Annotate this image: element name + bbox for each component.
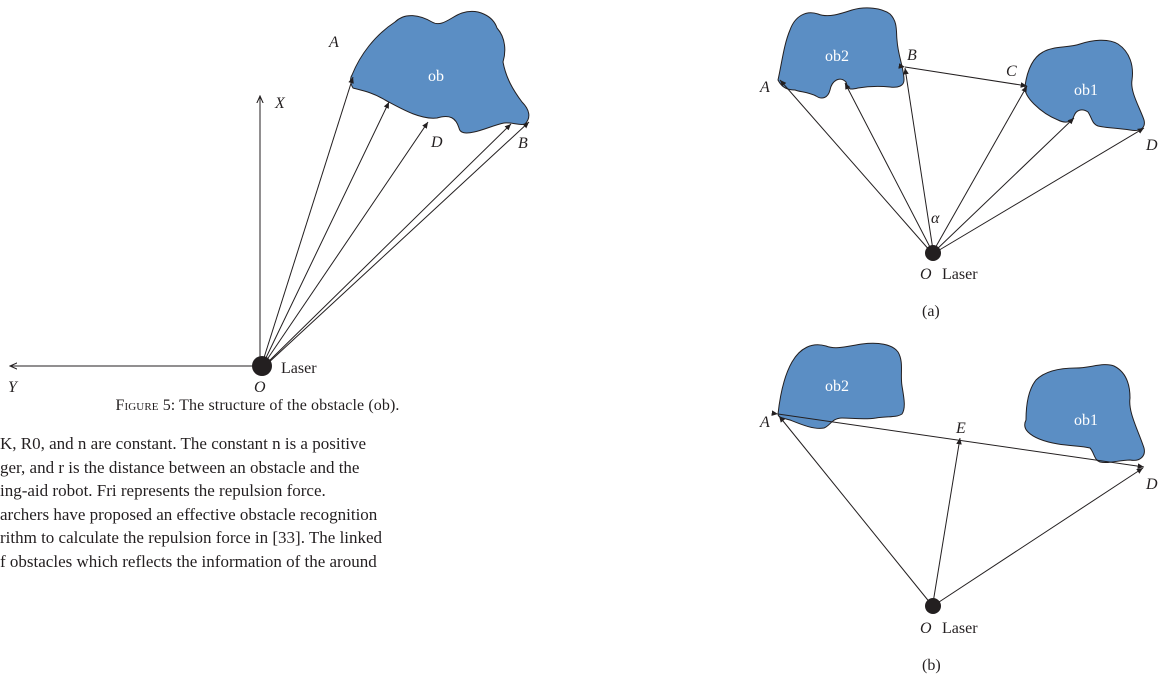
y-axis-label: Y <box>8 379 19 396</box>
laser-label-b: Laser <box>942 620 978 637</box>
ray-b-oa <box>778 415 932 605</box>
alpha-label: α <box>931 210 940 227</box>
ray-o-mid2 <box>264 123 512 366</box>
figure-5-caption: Figure 5: The structure of the obstacle … <box>0 397 515 415</box>
origin-label: O <box>254 379 266 396</box>
x-axis-label: X <box>274 95 286 112</box>
laser-origin-dot <box>252 356 272 376</box>
point-e-label-b: E <box>955 420 966 437</box>
ray-b-od <box>935 467 1144 605</box>
point-a-label: A <box>328 34 339 51</box>
ob2-label: ob2 <box>825 48 849 65</box>
laser-label: Laser <box>281 360 317 377</box>
laser-label-a: Laser <box>942 266 978 283</box>
point-d-label-a: D <box>1145 137 1158 154</box>
figure-5: ob X Y O Laser A D B <box>8 11 530 396</box>
ob2-label-b: ob2 <box>825 378 849 395</box>
ray-a-o-mid1 <box>844 82 933 252</box>
body-line: archers have proposed an effective obsta… <box>0 504 378 524</box>
laser-origin-dot-a <box>925 245 941 261</box>
subfigure-b-label: (b) <box>922 657 941 674</box>
body-line: ing-aid robot. Fri represents the repuls… <box>0 481 326 500</box>
point-d-label-b: D <box>1145 476 1158 493</box>
origin-label-b: O <box>920 620 932 637</box>
ray-oa <box>261 76 354 365</box>
point-b-label-a: B <box>907 47 917 64</box>
point-c-label-a: C <box>1006 63 1017 80</box>
ray-a-oa <box>779 79 932 253</box>
point-d-label: D <box>430 134 443 151</box>
body-line: f obstacles which reflects the informati… <box>0 551 377 571</box>
caption-prefix: Figure 5: <box>115 397 176 414</box>
ob1-label-b: ob1 <box>1074 412 1098 429</box>
body-line: ger, and r is the distance between an ob… <box>0 457 360 477</box>
body-line: K, R0, and n are constant. The constant … <box>0 434 367 453</box>
ray-od <box>263 121 429 365</box>
obstacle-label: ob <box>428 68 444 85</box>
ray-b-oe <box>932 437 962 604</box>
body-text: K, R0, and n are constant. The constant … <box>0 432 515 573</box>
caption-text: The structure of the obstacle (ob). <box>179 397 400 414</box>
figure-b: ob2 ob1 O Laser A E D <box>759 342 1158 637</box>
ray-o-mid <box>262 101 390 365</box>
ob1-shape <box>1024 39 1145 131</box>
body-line: rithm to calculate the repulsion force i… <box>0 528 383 547</box>
bc-segment <box>898 63 1028 88</box>
point-a-label-a: A <box>759 79 770 96</box>
ray-a-ob <box>903 67 934 251</box>
figure-a: ob2 ob1 α O Laser A B C D <box>759 7 1158 283</box>
subfigure-a-label: (a) <box>922 303 940 320</box>
laser-origin-dot-b <box>925 598 941 614</box>
ray-a-o-mid2 <box>934 117 1075 252</box>
ray-ob <box>265 121 530 366</box>
point-a-label-b: A <box>759 414 770 431</box>
ray-a-od <box>935 127 1145 253</box>
ray-a-oc <box>933 85 1028 251</box>
origin-label-a: O <box>920 266 932 283</box>
point-b-label: B <box>518 135 528 152</box>
ob1-label: ob1 <box>1074 82 1098 99</box>
